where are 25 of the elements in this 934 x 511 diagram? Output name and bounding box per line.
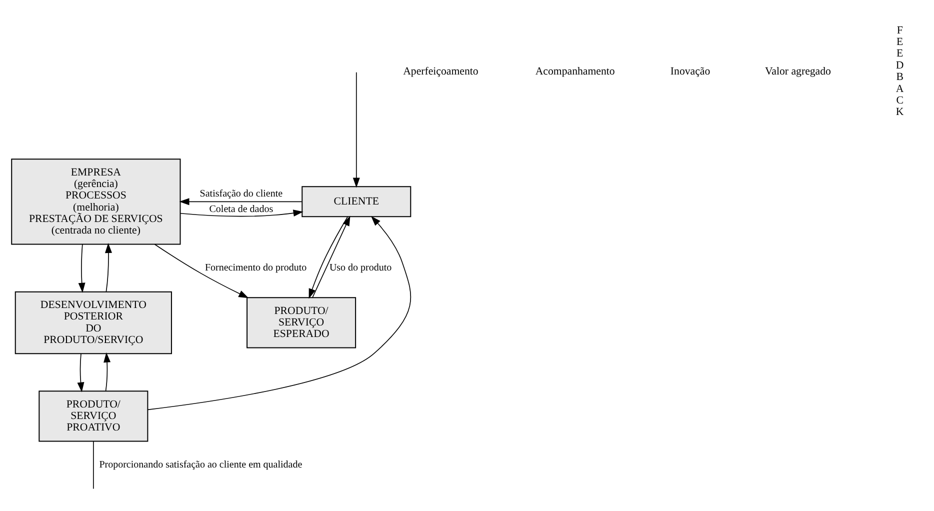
label: Acompanhamento: [535, 65, 615, 78]
node-box: CLIENTE: [302, 186, 412, 218]
node-box: PRODUTO/ SERVIÇO ESPERADO: [246, 297, 356, 348]
arrow: [352, 72, 360, 188]
edge-label: Satisfação do cliente: [200, 188, 283, 200]
label: Aperfeiçoamento: [403, 65, 478, 78]
arrow: [78, 244, 86, 293]
arrow: [148, 216, 412, 410]
arrow: [77, 353, 84, 392]
label: Inovação: [670, 65, 710, 78]
node-box: EMPRESA (gerência) PROCESSOS (melhoria) PRESTAÇÃO DE SERVIÇOS (centrada no cliente): [11, 158, 181, 245]
edge-label: Coleta de dados: [209, 204, 274, 216]
arrow: [179, 198, 302, 206]
edge-label: Fornecimento do produto: [204, 262, 307, 274]
arrow: [154, 244, 249, 298]
arrow: [104, 352, 111, 392]
label: Valor agregado: [765, 65, 831, 78]
connector: [93, 440, 94, 490]
edge-label: Uso do produto: [329, 262, 392, 274]
edge-label: Proporcionando satisfação ao cliente em qualidade: [99, 460, 302, 471]
node-box: DESENVOLVIMENTO POSTERIOR DO PRODUTO/SERVIÇO: [14, 291, 172, 354]
arrow: [105, 242, 112, 292]
arrow: [180, 210, 304, 217]
label: FEEDBACK: [896, 24, 904, 118]
node-box: PRODUTO/ SERVIÇO PROATIVO: [38, 390, 148, 442]
